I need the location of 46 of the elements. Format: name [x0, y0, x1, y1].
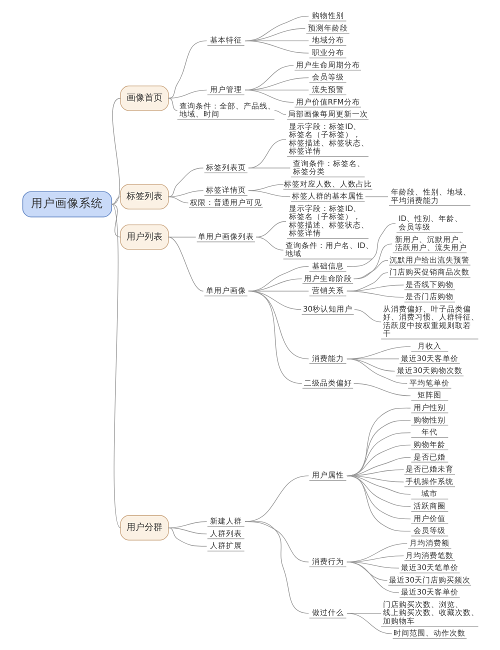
connector	[346, 475, 410, 520]
connector	[168, 527, 207, 547]
node-box: 标签列表	[120, 184, 168, 210]
connector	[346, 562, 399, 594]
connector	[352, 383, 410, 396]
connector	[168, 98, 178, 111]
connector	[168, 90, 207, 99]
connector	[346, 612, 392, 634]
connector	[346, 562, 399, 568]
connector	[248, 190, 290, 198]
node-box: 用户分群	[120, 515, 168, 540]
connector	[244, 521, 308, 614]
connector	[244, 475, 308, 522]
connector	[110, 204, 120, 528]
connector	[346, 284, 404, 292]
connector	[346, 223, 396, 267]
connector	[248, 266, 308, 292]
connector	[168, 236, 196, 238]
connector	[255, 221, 286, 238]
connector	[244, 40, 308, 54]
node-box: 用户画像系统	[22, 191, 112, 218]
connector	[168, 40, 207, 99]
connector	[346, 290, 404, 298]
connector	[346, 562, 388, 581]
connector	[168, 236, 204, 292]
connector	[110, 98, 120, 205]
connector	[244, 77, 308, 90]
connector	[346, 475, 410, 532]
connector	[248, 290, 302, 384]
connector	[352, 260, 388, 280]
node-box: 画像首页	[120, 86, 168, 111]
connector	[110, 204, 120, 238]
connector	[248, 184, 284, 191]
connector	[255, 236, 284, 250]
connector	[364, 196, 388, 198]
connector	[346, 358, 407, 384]
node-box: 用户列表	[120, 224, 168, 250]
connector	[168, 196, 188, 204]
connector	[274, 110, 286, 116]
connector	[352, 244, 392, 280]
connector	[168, 168, 204, 198]
connector	[354, 309, 381, 322]
connector	[244, 90, 294, 103]
connector	[248, 278, 302, 292]
connector	[168, 527, 207, 534]
connector	[110, 196, 120, 205]
